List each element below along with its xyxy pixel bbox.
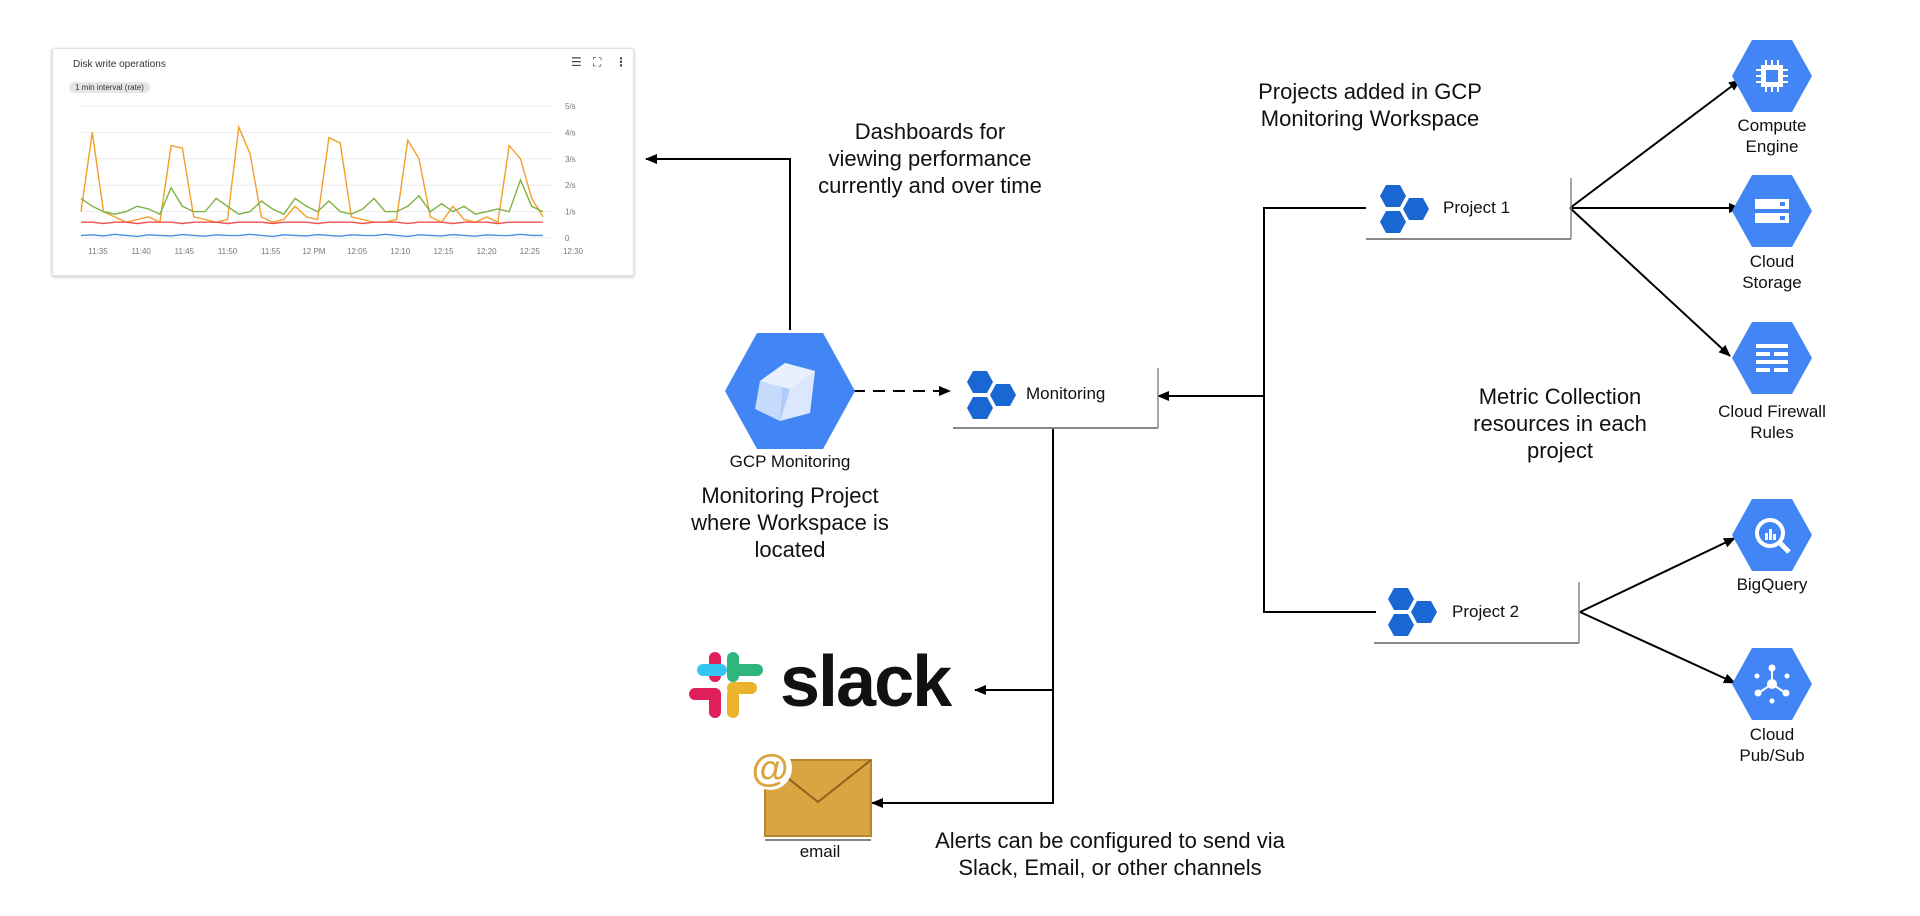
x-tick-label: 12:20 xyxy=(477,247,498,256)
dashboard-chart-card: Disk write operations 1 min interval (ra… xyxy=(52,48,634,276)
disk-write-chart: 0 1/s 2/s 3/s 4/s 5/s 11:35 11:40 11:45 11:50 11:5… xyxy=(80,102,584,256)
arrow-monitoring-to-email xyxy=(871,690,1054,808)
slack-wordmark: slack xyxy=(780,642,952,722)
x-tick-label: 12:15 xyxy=(433,247,454,256)
metric-collection-caption: Metric Collection resources in each proj… xyxy=(1473,384,1647,463)
project1-label: Project 1 xyxy=(1443,198,1511,217)
cloud-pubsub-icon xyxy=(1732,648,1812,720)
y-tick-label: 1/s xyxy=(565,208,576,217)
gcp-monitoring-label: GCP Monitoring xyxy=(729,452,851,471)
series-line-0 xyxy=(80,124,544,224)
arrow-gcp-to-dashboard xyxy=(645,154,791,330)
cloud-firewall-label: Cloud Firewall Rules xyxy=(1718,402,1826,442)
project2-box xyxy=(1374,582,1580,644)
slack-logo-icon xyxy=(689,652,763,718)
series-line-2 xyxy=(81,221,543,225)
y-tick-label: 0 xyxy=(565,234,570,243)
cloud-storage-label: Cloud Storage xyxy=(1742,252,1802,292)
x-tick-label: 12:25 xyxy=(520,247,541,256)
bigquery-label: BigQuery xyxy=(1736,575,1808,594)
email-label: email xyxy=(799,842,841,861)
project1-hex-icon xyxy=(1380,185,1429,233)
list-icon[interactable]: ☰ xyxy=(571,55,582,69)
x-tick-label: 11:50 xyxy=(218,247,238,256)
chart-title: Disk write operations xyxy=(73,59,166,70)
y-tick-label: 3/s xyxy=(565,155,576,164)
monitoring-label: Monitoring xyxy=(1026,384,1106,403)
cloud-firewall-icon xyxy=(1732,322,1812,394)
y-tick-label: 2/s xyxy=(565,181,576,190)
bigquery-icon xyxy=(1732,499,1812,571)
projects-added-caption: Projects added in GCP Monitoring Workspa… xyxy=(1258,79,1482,131)
fullscreen-icon[interactable]: ⛶ xyxy=(593,55,602,69)
compute-engine-label: Compute Engine xyxy=(1737,116,1807,156)
y-tick-label: 5/s xyxy=(565,102,576,111)
series-line-3 xyxy=(80,233,543,238)
at-sign-icon: @ xyxy=(748,746,792,790)
series-line-1 xyxy=(80,177,544,216)
arrow-p2-to-bigquery xyxy=(1579,537,1736,613)
gcp-monitoring-icon xyxy=(725,333,855,449)
monitoring-project-caption: Monitoring Project where Workspace is lo… xyxy=(691,483,889,562)
arrow-p1-to-compute xyxy=(1569,79,1741,209)
x-tick-label: 11:45 xyxy=(175,247,195,256)
arrow-monitoring-to-slack xyxy=(974,428,1054,695)
line-project2-to-monitoring xyxy=(1263,396,1376,613)
dashboards-caption: Dashboards for viewing performance curre… xyxy=(818,119,1042,198)
arrow-p1-to-firewall xyxy=(1569,207,1731,357)
interval-chip[interactable]: 1 min interval (rate) xyxy=(69,82,150,93)
project2-label: Project 2 xyxy=(1452,602,1520,621)
arrow-p2-to-pubsub xyxy=(1579,611,1736,684)
pubsub-label: Cloud Pub/Sub xyxy=(1739,725,1805,765)
more-vert-icon[interactable]: ⋮ xyxy=(615,55,627,69)
x-tick-label: 11:35 xyxy=(88,247,108,256)
project1-box xyxy=(1366,178,1572,240)
monitoring-hex-icon xyxy=(967,371,1016,419)
monitoring-box xyxy=(953,368,1159,429)
svg-text:@: @ xyxy=(751,748,788,790)
x-tick-label: 12 PM xyxy=(302,247,325,256)
x-tick-label: 12:30 xyxy=(563,247,584,256)
x-tick-label: 12:10 xyxy=(390,247,411,256)
cloud-storage-icon xyxy=(1732,175,1812,247)
line-project1-to-monitoring xyxy=(1263,207,1366,396)
compute-engine-icon xyxy=(1732,40,1812,112)
alerts-caption: Alerts can be configured to send via Sla… xyxy=(935,828,1285,880)
x-tick-label: 11:55 xyxy=(261,247,281,256)
x-tick-label: 11:40 xyxy=(131,247,151,256)
x-tick-label: 12:05 xyxy=(347,247,368,256)
y-tick-label: 4/s xyxy=(565,128,576,137)
project2-hex-icon xyxy=(1388,588,1437,636)
